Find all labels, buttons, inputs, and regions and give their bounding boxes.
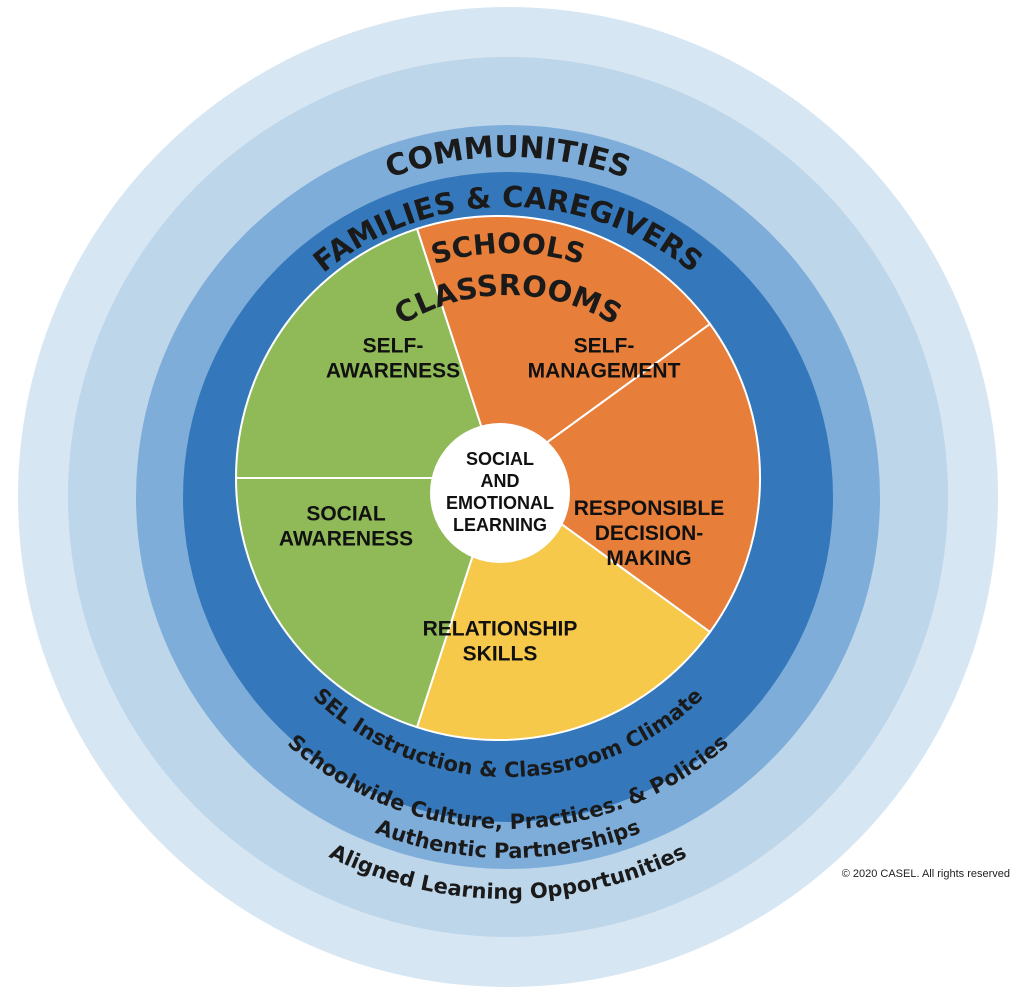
center-circle (430, 423, 570, 563)
segment-social-awareness (234, 227, 500, 479)
sel-competency-wheel: SELF-AWARENESS SELF-MANAGEMENT RESPONSIBLE… (234, 214, 761, 742)
copyright-notice: © 2020 CASEL. All rights reserved (841, 868, 1010, 880)
segment-self-awareness (415, 214, 712, 480)
segment-label: SELF-MANAGEMENT (528, 335, 681, 383)
segment-self-management (496, 322, 761, 634)
segment-relationship-skills (234, 477, 500, 729)
segment-label: SELF-AWARENESS (326, 335, 460, 383)
